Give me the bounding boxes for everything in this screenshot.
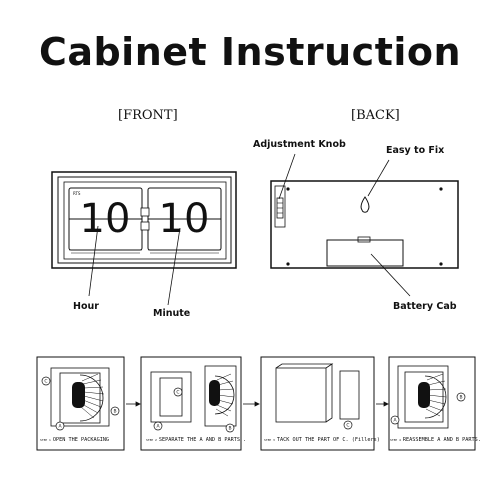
step2-dark-part <box>209 380 220 406</box>
step3-illustration <box>275 363 360 423</box>
step1-coil <box>80 373 105 419</box>
step2-illustration <box>150 365 237 427</box>
back-clock <box>270 180 459 269</box>
adjustment-knob-callout: Adjustment Knob <box>253 139 346 150</box>
hour-leader-line <box>88 225 99 297</box>
svg-text:A: A <box>393 418 397 424</box>
hour-digits: 10 <box>80 196 131 242</box>
svg-text:C: C <box>176 390 179 396</box>
minute-leader-line <box>167 227 181 306</box>
step1-illustration <box>50 367 110 427</box>
battery-cab-callout: Battery Cab <box>393 301 457 312</box>
svg-text:B: B <box>459 395 462 401</box>
step-arrows <box>126 401 389 407</box>
back-view-label: [BACK] <box>351 108 400 123</box>
front-view-label: [FRONT] <box>118 108 178 123</box>
back-screw-holes <box>286 187 443 266</box>
minute-callout: Minute <box>153 308 191 319</box>
step-panels <box>36 356 476 451</box>
svg-text:C: C <box>346 423 349 429</box>
minute-digits: 10 <box>159 196 210 242</box>
step4-dark-part <box>418 382 430 408</box>
step2-coil <box>215 373 235 417</box>
svg-text:B: B <box>113 409 116 415</box>
page-title: Cabinet Instruction <box>38 30 462 74</box>
front-clock <box>51 171 237 269</box>
svg-text:B: B <box>228 426 231 432</box>
part-marker-labels: C A B C A B C A B <box>44 379 462 432</box>
front-small-text: RTS <box>73 191 81 196</box>
knob-leader-line <box>278 153 296 200</box>
step1-dark-part <box>72 382 85 408</box>
fix-leader-line <box>367 159 390 197</box>
step4-coil <box>425 373 447 417</box>
svg-text:A: A <box>58 424 62 430</box>
easy-to-fix-callout: Easy to Fix <box>386 145 445 156</box>
svg-text:C: C <box>44 379 47 385</box>
battery-leader-line <box>370 253 411 297</box>
svg-text:A: A <box>156 424 160 430</box>
part-markers <box>41 376 466 433</box>
hour-callout: Hour <box>73 301 99 312</box>
